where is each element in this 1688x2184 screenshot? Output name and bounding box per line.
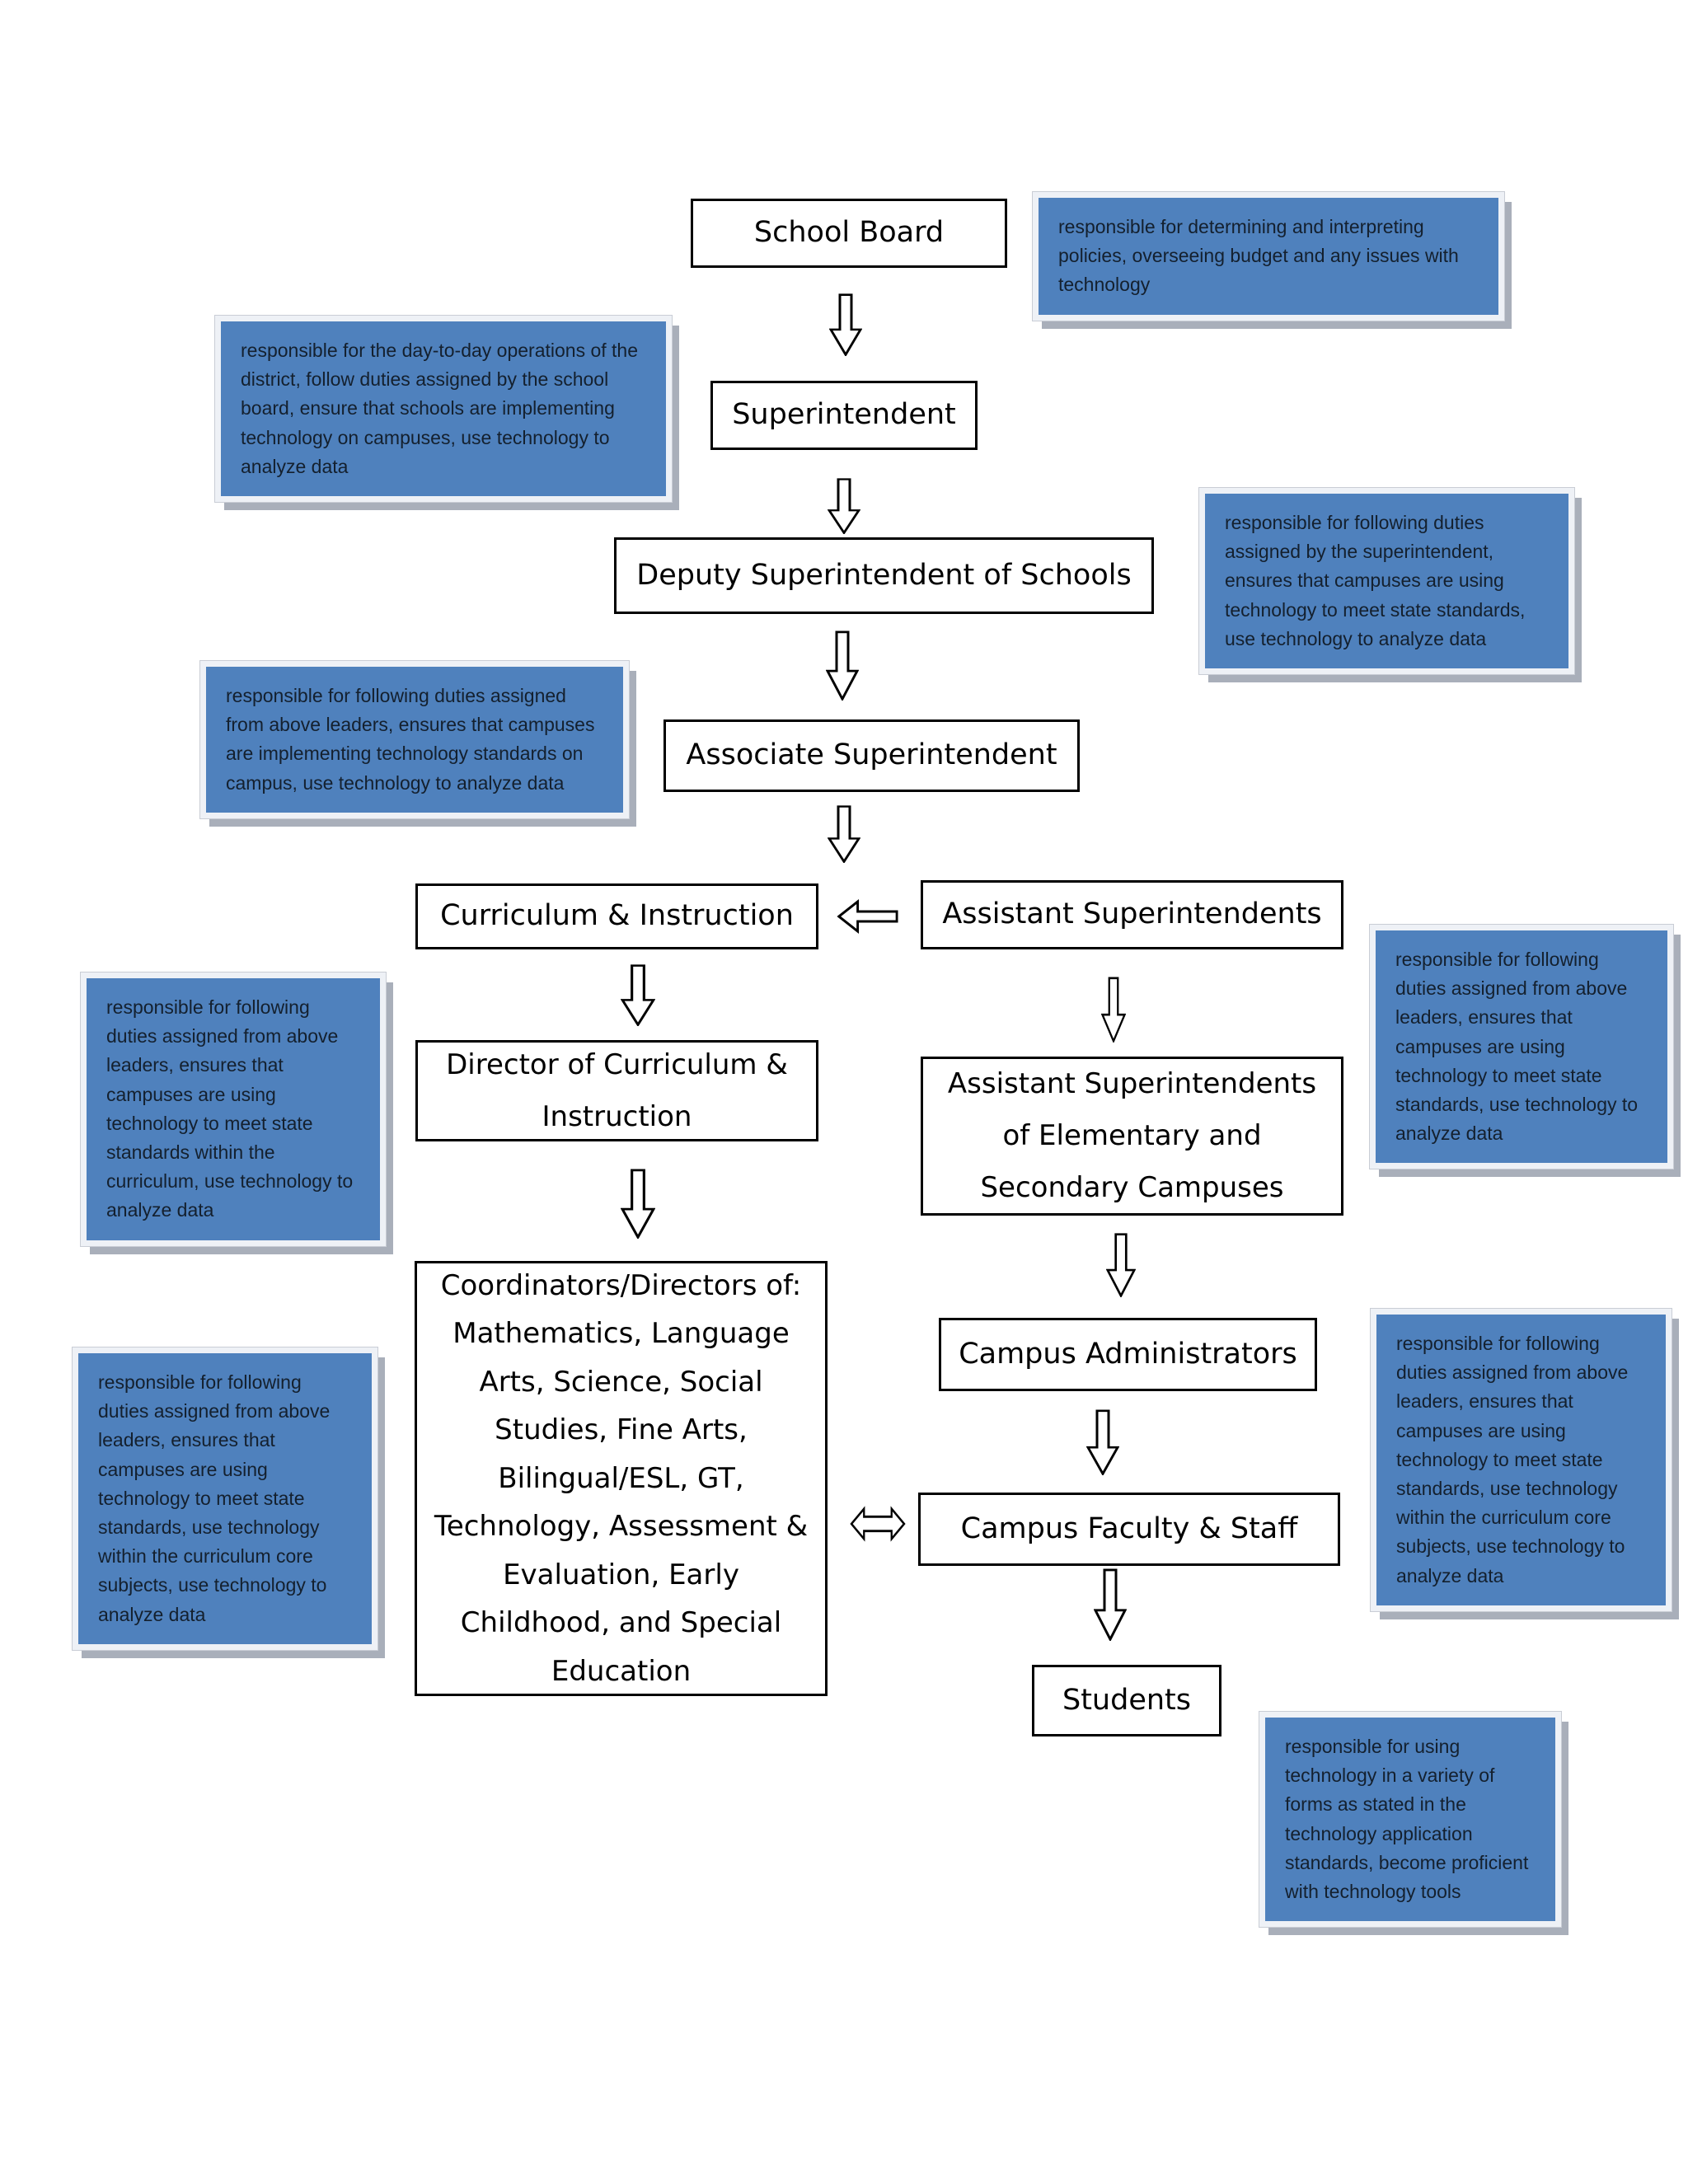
node-label: Students	[1062, 1683, 1191, 1717]
note-curriculum-instruction: responsible for following duties assigne…	[81, 972, 386, 1246]
note-text: responsible for the day-to-day operation…	[241, 340, 639, 477]
node-superintendent: Superintendent	[710, 381, 978, 450]
note-school-board: responsible for determining and interpre…	[1033, 192, 1504, 321]
note-text: responsible for following duties assigne…	[1396, 1333, 1629, 1586]
node-campus-faculty-staff: Campus Faculty & Staff	[918, 1493, 1340, 1566]
note-text: responsible for following duties assigne…	[226, 685, 595, 794]
note-associate-superintendent: responsible for following duties assigne…	[200, 661, 629, 818]
node-students: Students	[1032, 1665, 1221, 1736]
note-text: responsible for following duties assigne…	[98, 1371, 331, 1625]
node-label: School Board	[753, 216, 945, 250]
note-campus-administrators: responsible for following duties assigne…	[1371, 1309, 1672, 1611]
node-assistant-superintendents: Assistant Superintendents	[921, 880, 1343, 949]
down-arrow-icon	[826, 630, 859, 701]
left-arrow-icon	[836, 898, 898, 935]
down-arrow-icon	[621, 1169, 655, 1239]
node-deputy-superintendent: Deputy Superintendent of Schools	[614, 537, 1154, 614]
down-arrow-icon	[1094, 1568, 1127, 1641]
node-label: Curriculum & Instruction	[440, 899, 794, 933]
down-arrow-icon	[828, 478, 860, 534]
down-arrow-icon	[829, 293, 862, 356]
node-label: Campus Administrators	[959, 1337, 1297, 1371]
node-assistant-superintendents-elem-sec: Assistant Superintendents of Elementary …	[921, 1057, 1343, 1216]
down-arrow-icon	[1106, 1233, 1136, 1297]
node-label: Coordinators/Directors of: Mathematics, …	[434, 1268, 809, 1688]
note-deputy-superintendent: responsible for following duties assigne…	[1199, 488, 1574, 674]
note-text: responsible for using technology in a va…	[1285, 1736, 1529, 1902]
node-director-curriculum-instruction: Director of Curriculum & Instruction	[415, 1040, 818, 1141]
node-label: Superintendent	[732, 398, 956, 432]
node-coordinators-directors: Coordinators/Directors of: Mathematics, …	[415, 1261, 828, 1696]
note-superintendent: responsible for the day-to-day operation…	[215, 316, 672, 502]
down-arrow-icon	[621, 964, 655, 1026]
down-arrow-icon	[1101, 977, 1126, 1043]
node-label: Assistant Superintendents	[942, 898, 1322, 931]
node-label: Director of Curriculum & Instruction	[446, 1047, 788, 1133]
node-label: Associate Superintendent	[686, 738, 1057, 772]
node-school-board: School Board	[691, 199, 1007, 268]
note-coordinators-directors: responsible for following duties assigne…	[73, 1347, 377, 1650]
node-label: Campus Faculty & Staff	[960, 1511, 1298, 1545]
note-students: responsible for using technology in a va…	[1259, 1712, 1561, 1928]
note-text: responsible for following duties assigne…	[106, 996, 354, 1221]
node-curriculum-instruction: Curriculum & Instruction	[415, 883, 818, 949]
note-text: responsible for following duties assigne…	[1225, 512, 1526, 649]
note-assistant-superintendents: responsible for following duties assigne…	[1370, 925, 1673, 1169]
double-arrow-icon	[849, 1503, 907, 1544]
node-associate-superintendent: Associate Superintendent	[663, 719, 1080, 792]
node-campus-administrators: Campus Administrators	[939, 1318, 1317, 1391]
node-label: Deputy Superintendent of Schools	[636, 558, 1132, 592]
note-text: responsible for determining and interpre…	[1058, 216, 1459, 296]
note-text: responsible for following duties assigne…	[1395, 949, 1639, 1145]
down-arrow-icon	[1086, 1409, 1119, 1475]
node-label: Assistant Superintendents of Elementary …	[947, 1067, 1317, 1204]
down-arrow-icon	[828, 805, 860, 863]
